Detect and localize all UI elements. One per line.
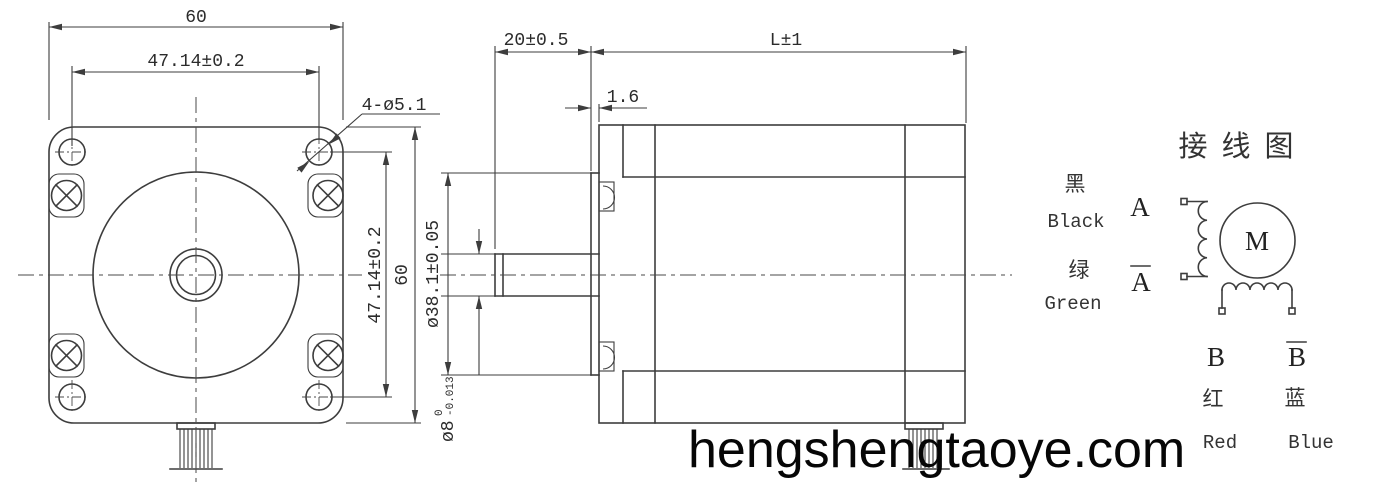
green-wire-en: Green: [1044, 293, 1101, 315]
front-centerlines: [18, 97, 362, 487]
black-wire-en: Black: [1047, 211, 1104, 233]
front-view: 60 47.14±0.2 4-ø5.1 47.14±0.2: [18, 8, 440, 487]
dim-label: 60: [185, 8, 207, 28]
phase-b-coil: [1218, 282, 1296, 315]
rear-wire-exit: [902, 422, 950, 470]
screw-pocket: [48, 333, 85, 378]
wiring-diagram-title: 接线图: [1178, 129, 1307, 163]
dim-pilot-height: 1.6: [565, 88, 647, 122]
side-view-outline: [590, 124, 966, 424]
terminal-square: [1288, 307, 1296, 315]
wiring-diagram: 接线图 M 黑 Black A 绿 Green A B: [1044, 129, 1333, 454]
dim-pilot-diameter: ø38.1±0.05: [424, 172, 591, 376]
dim-width-top: 60: [48, 8, 344, 120]
corner-assembly-screws: [48, 173, 344, 378]
watermark-text: hengshengtaoye.com: [688, 421, 1185, 479]
wire-bundle: [908, 429, 938, 468]
callout-label: 4-ø5.1: [362, 96, 427, 116]
motor-circle: [1219, 202, 1296, 279]
green-wire-cn: 绿: [1069, 258, 1090, 282]
dim-label: ø8: [439, 420, 459, 442]
cable-gland: [904, 422, 944, 430]
side-view: 20±0.5 L±1 1.6 ø38.1±0.05: [424, 31, 1012, 470]
terminal-a-bar: A: [1131, 267, 1151, 297]
dim-tolerance-upper: 0: [434, 409, 446, 416]
terminal-square: [1180, 272, 1188, 281]
screw-head-profile: [602, 185, 615, 210]
flange-screw-slots: [598, 181, 615, 372]
dim-label: 1.6: [607, 88, 639, 108]
dim-tolerance-lower: -0.013: [445, 376, 457, 416]
dim-hole-spacing-right: 47.14±0.2: [330, 151, 392, 398]
motor-body-side: [598, 124, 966, 424]
dim-label: ø38.1±0.05: [424, 220, 444, 328]
lead-labels: 黑 Black A 绿 Green A B B 红 蓝 Red Blue: [1044, 172, 1333, 454]
blue-wire-cn: 蓝: [1285, 386, 1306, 410]
black-wire-cn: 黑: [1065, 172, 1086, 196]
dim-shaft-diameter: ø8 0 -0.013: [434, 229, 495, 442]
dim-label: 47.14±0.2: [366, 226, 386, 323]
mounting-holes-callout: 4-ø5.1: [296, 96, 440, 173]
phillips-screw-icon: [50, 179, 83, 212]
motor-symbol: M: [1219, 202, 1296, 279]
dim-label: 47.14±0.2: [147, 52, 244, 72]
blue-wire-en: Blue: [1288, 432, 1334, 454]
coil-winding: [1221, 282, 1293, 291]
phillips-screw-icon: [50, 339, 83, 372]
motor-symbol-letter: M: [1245, 226, 1269, 256]
terminal-b-bar: B: [1288, 342, 1306, 372]
phillips-screw-icon: [312, 339, 344, 372]
dim-body-length: L±1: [591, 31, 967, 123]
dim-label: 60: [393, 264, 413, 286]
phase-a-coil: [1180, 197, 1208, 281]
dim-hole-spacing-top: 47.14±0.2: [71, 52, 320, 146]
dim-shaft-length: 20±0.5: [494, 31, 592, 249]
red-wire-en: Red: [1203, 432, 1237, 454]
terminal-b: B: [1207, 342, 1225, 372]
coil-winding: [1197, 200, 1208, 278]
phillips-screw-icon: [312, 179, 344, 212]
screw-pocket: [48, 173, 85, 218]
terminal-square: [1218, 307, 1226, 315]
dim-height-right: 60: [346, 126, 421, 424]
terminal-square: [1180, 197, 1188, 206]
red-wire-cn: 红: [1203, 387, 1224, 411]
terminal-a: A: [1130, 192, 1150, 222]
dim-label: 20±0.5: [504, 31, 569, 51]
dim-label: L±1: [770, 31, 802, 51]
screw-head-profile: [602, 345, 615, 370]
